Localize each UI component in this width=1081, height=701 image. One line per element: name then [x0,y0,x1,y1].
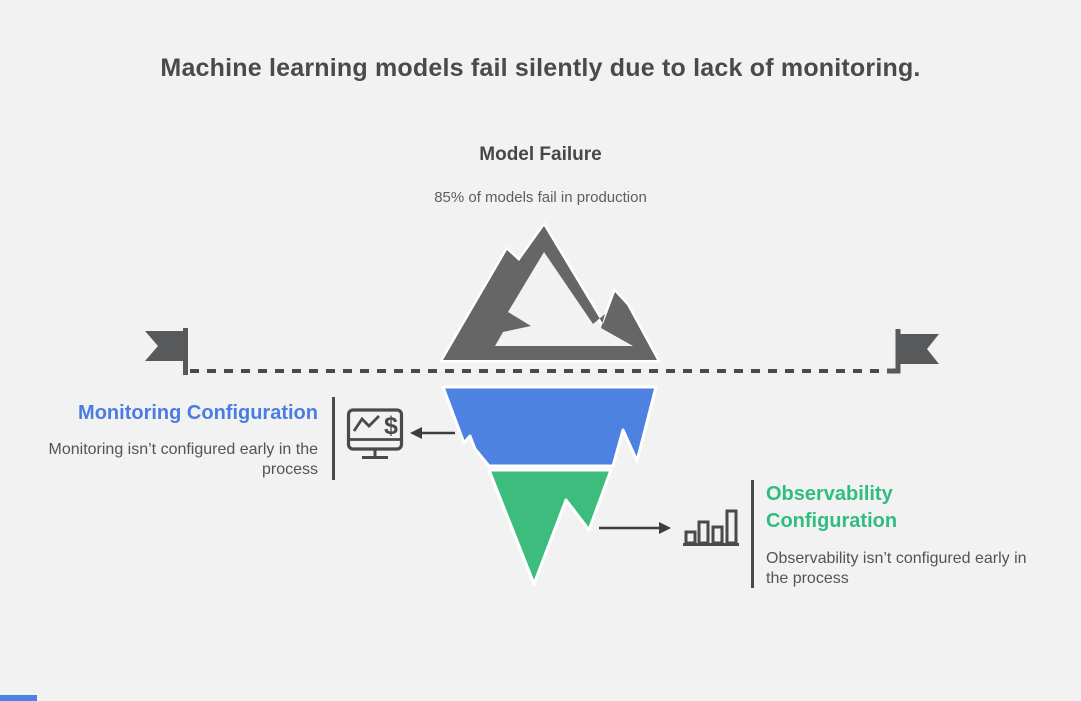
page-title: Machine learning models fail silently du… [160,54,921,82]
observability-callout: Observability Configuration Observabilit… [766,481,1046,589]
line-chart-glyph [352,415,380,432]
observability-arrow [599,522,671,534]
bar-chart-icon [683,509,739,546]
dollar-glyph: $ [384,412,398,440]
monitoring-callout: Monitoring Configuration Monitoring isn’… [40,400,318,480]
monitor-chart-dollar-icon: $ [346,408,404,459]
monitoring-arrow [410,427,455,439]
monitoring-divider [332,397,335,480]
mountain-icon [438,221,662,363]
observability-description: Observability isn’t configured early in … [766,550,1027,587]
monitoring-heading: Monitoring Configuration [78,402,318,424]
model-failure-heading: Model Failure [479,144,602,165]
iceberg-blue-section [441,385,658,468]
iceberg-green-section [487,468,613,586]
monitoring-description: Monitoring isn’t configured early in the… [48,441,318,478]
observability-heading: Observability Configuration [766,483,898,532]
bottom-accent-bar [0,695,37,701]
left-flag-icon [145,328,188,375]
model-failure-subheading: 85% of models fail in production [434,189,647,206]
right-flag-icon [887,329,939,374]
observability-divider [751,480,754,588]
